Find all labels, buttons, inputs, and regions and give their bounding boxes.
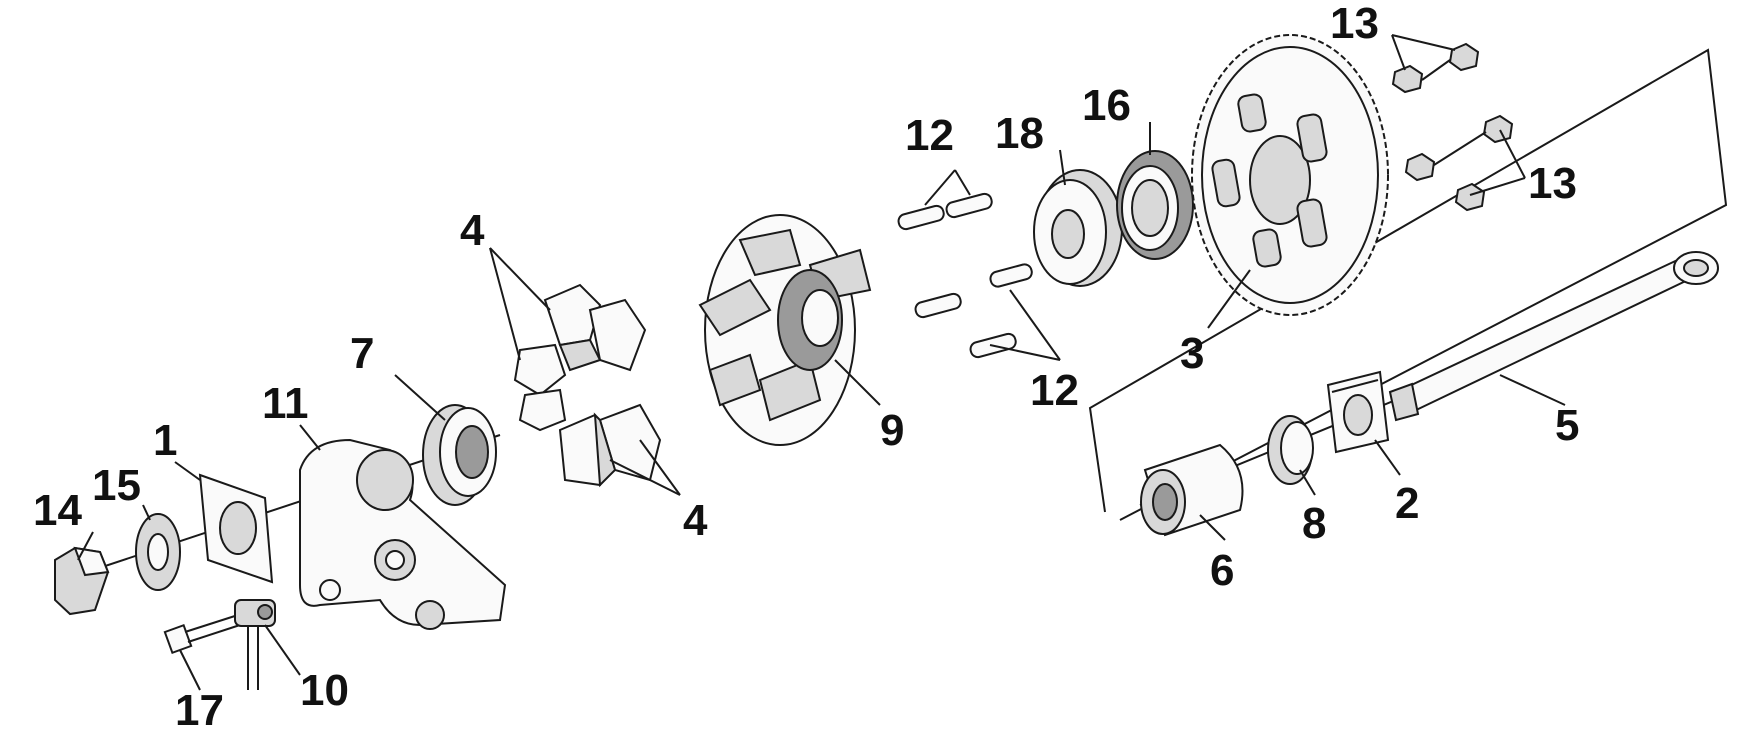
part-18-spacer [1033,169,1123,287]
part-13-nuts-top [1391,42,1480,94]
part-1-adjuster-plate [198,473,274,584]
label-9: 9 [880,406,904,455]
part-12-pins-lower [914,263,1033,359]
part-11-bracket [299,438,507,630]
label-12-lower: 12 [1030,366,1079,415]
part-14-nut [54,546,110,616]
label-6: 6 [1210,546,1234,595]
part-17-bolt [163,614,241,655]
part-4-dampers-lower [558,403,662,488]
part-3-sprocket [1191,34,1389,316]
label-16: 16 [1082,81,1131,130]
label-1: 1 [153,416,177,465]
label-14: 14 [33,486,82,535]
part-7-bearing [422,404,497,506]
label-4-lower: 4 [683,496,708,545]
part-12-pins-upper [897,192,993,231]
part-10-cable-bracket [234,599,276,690]
part-6-bushing [1140,443,1244,537]
label-18: 18 [995,109,1044,158]
callout-labels: 14 15 1 11 7 4 4 17 10 9 12 12 18 16 3 1… [33,0,1579,735]
part-5-axle [1388,251,1719,422]
label-2: 2 [1395,479,1419,528]
label-4-upper: 4 [460,206,485,255]
label-11: 11 [262,379,309,428]
part-15-washer [135,513,181,591]
part-9-hub [698,214,872,446]
label-10: 10 [300,666,349,715]
assembly-outline [1088,48,1728,521]
part-16-seal [1116,150,1194,260]
part-8-collar [1267,415,1314,485]
label-13-top: 13 [1330,0,1379,48]
part-13-nuts-right [1404,114,1514,212]
label-12-upper: 12 [905,111,954,160]
label-17: 17 [175,686,224,735]
label-5: 5 [1555,401,1579,450]
label-3: 3 [1180,329,1204,378]
label-7: 7 [350,329,374,378]
part-2-adjuster [1326,370,1390,454]
leader-lines [77,34,1566,691]
label-8: 8 [1302,499,1326,548]
label-13-right: 13 [1528,159,1577,208]
label-15: 15 [92,461,141,510]
part-4-dampers-upper [513,283,647,432]
